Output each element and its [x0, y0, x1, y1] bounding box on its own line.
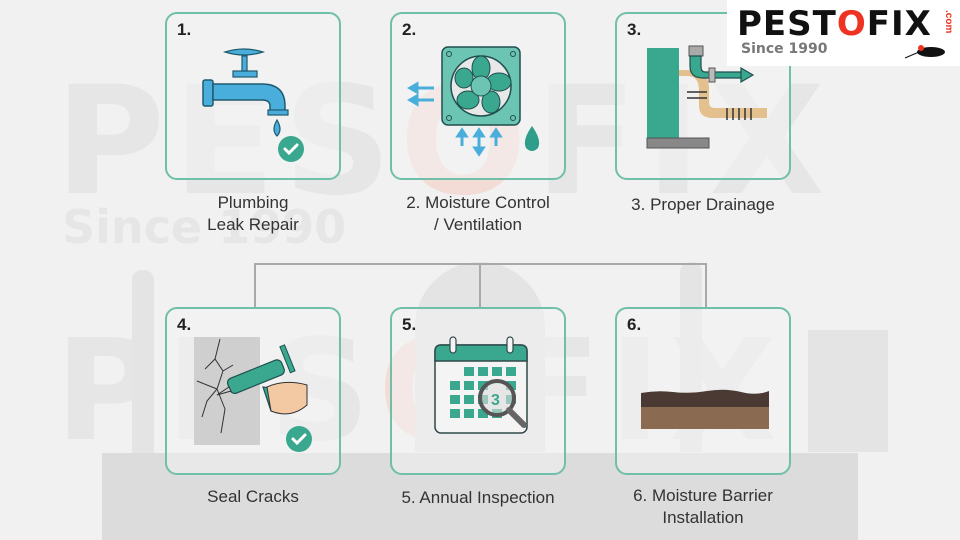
logo-brand-suffix: FIX	[866, 4, 932, 44]
calendar-magnifier-icon: 3	[434, 336, 528, 434]
step-caption-6: 6. Moisture Barrier Installation	[593, 485, 813, 529]
step-card-4: 4.	[165, 307, 341, 475]
water-drop-icon	[524, 126, 540, 151]
logo-domain: .com	[943, 10, 954, 34]
caption-line: 5. Annual Inspection	[401, 488, 555, 507]
step-card-1: 1.	[165, 12, 341, 180]
logo-brand-o: O	[836, 4, 867, 44]
skyline-minaret-left	[132, 270, 154, 453]
caption-line: Seal Cracks	[207, 487, 299, 506]
svg-text:3: 3	[491, 392, 500, 409]
connector-center	[479, 263, 481, 307]
logo-brand: PESTOFIX	[737, 4, 932, 44]
logo-tagline: Since 1990	[741, 41, 828, 57]
step-number: 1.	[177, 20, 192, 39]
connector-left	[254, 263, 256, 307]
step-card-6: 6.	[615, 307, 791, 475]
fan-icon	[406, 46, 540, 157]
logo-brand-prefix: PEST	[737, 4, 837, 44]
caption-line: Plumbing	[217, 193, 289, 212]
step-caption-4: Seal Cracks	[143, 486, 363, 508]
step-caption-2: 2. Moisture Control / Ventilation	[368, 192, 588, 236]
connector-right	[705, 263, 707, 307]
skyline-building	[808, 330, 888, 452]
caption-line: 2. Moisture Control	[406, 193, 550, 212]
pestofix-logo: PESTOFIX Since 1990 .com	[727, 0, 960, 66]
caption-line: Leak Repair	[207, 215, 299, 234]
caption-line: Installation	[662, 508, 744, 527]
barrier-layer-icon	[641, 389, 769, 429]
drain-pipe-icon	[646, 45, 767, 149]
step-caption-5: 5. Annual Inspection	[368, 487, 588, 509]
step-number: 3.	[627, 20, 642, 39]
step-caption-1: Plumbing Leak Repair	[143, 192, 363, 236]
magnifier-icon	[478, 379, 516, 417]
water-drop-icon	[273, 118, 281, 137]
step-card-5: 5. 3	[390, 307, 566, 475]
insect-icon	[904, 45, 945, 59]
caption-line: 6. Moisture Barrier	[633, 486, 773, 505]
step-number: 4.	[177, 315, 192, 334]
step-number: 5.	[402, 315, 417, 334]
caulk-gun-icon	[194, 337, 312, 452]
step-caption-3: 3. Proper Drainage	[593, 194, 813, 216]
step-number: 2.	[402, 20, 417, 39]
faucet-icon	[202, 48, 304, 162]
hand-icon	[266, 381, 308, 415]
caption-line: / Ventilation	[434, 215, 522, 234]
airflow-arrows-icon	[406, 81, 503, 157]
caption-line: 3. Proper Drainage	[631, 195, 775, 214]
step-card-2: 2.	[390, 12, 566, 180]
step-number: 6.	[627, 315, 642, 334]
